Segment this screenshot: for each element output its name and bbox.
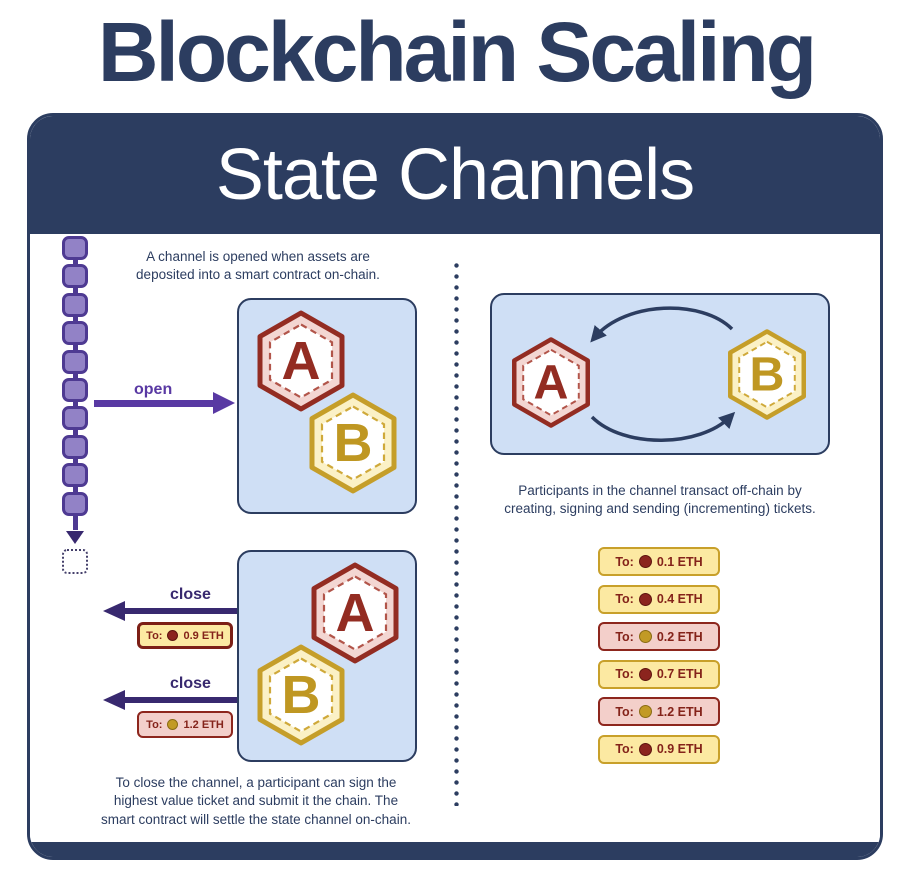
channel-box-close: A B [237,550,417,762]
close-arrow [103,601,237,621]
arrow-b-to-a [590,306,734,343]
ticket-amount: 0.7 ETH [656,667,703,681]
recipient-b-dot-icon [638,630,652,643]
ticket-amount: 0.2 ETH [656,629,703,644]
ticket-to-label: To: [615,592,634,606]
recipient-a-dot-icon [167,630,179,641]
close-arrow [103,690,237,710]
ticket-to-label: To: [615,554,634,569]
recipient-a-dot-icon [638,667,652,681]
ticket-to-label: To: [615,667,634,681]
close-arrow-label: close [170,675,211,692]
blockchain-block [62,236,88,260]
state-channels-panel: State Channels A channel is [27,113,883,860]
blockchain-chain [62,236,89,574]
transfer-ticket: To: 0.9 ETH [137,622,233,649]
dotted-divider [454,260,459,806]
hexagon-inner-dashed [268,323,334,399]
hexagon-participant-a: A [305,560,405,671]
transfer-ticket: To: 0.7 ETH [598,659,720,689]
hexagon-inner-dashed [268,657,334,733]
recipient-a-dot-icon [638,555,652,568]
caption-line: smart contract will settle the state cha… [101,811,411,827]
recipient-a-dot-icon [638,742,652,756]
ticket-amount: 0.1 ETH [656,554,703,569]
ticket-amount: 1.2 ETH [183,718,224,731]
hexagon-participant-b: B [722,327,812,427]
caption-line: Participants in the channel transact off… [518,483,802,498]
participant-letter-a: A [534,356,569,410]
panel-body: A channel is opened when assets are depo… [30,234,880,842]
transfer-ticket: To: 1.2 ETH [598,697,720,726]
recipient-a-dot-icon [638,592,652,606]
hexagon-inner-dashed [322,575,388,651]
participant-letter-b: B [282,665,321,725]
caption-line: A channel is opened when assets are [146,249,370,264]
ticket-amount: 0.9 ETH [656,742,703,756]
arrow-head-icon [103,601,125,621]
blockchain-block [62,434,88,459]
transfer-ticket: To: 0.1 ETH [598,547,720,576]
caption-line: creating, signing and sending (increment… [504,501,816,517]
panel-footer [30,842,880,857]
ticket-to-label: To: [615,742,634,756]
channel-box-open: A B [237,298,417,514]
arrow-a-to-b [590,411,736,442]
pending-block-dotted [62,549,88,574]
participant-letter-b: B [334,413,373,473]
arrow-head-icon [103,690,125,710]
blockchain-block [62,463,88,488]
transfer-ticket: To: 0.9 ETH [598,734,720,764]
blockchain-block [62,377,88,402]
channel-box-transact: A B [490,293,830,455]
hexagon-participant-b: B [303,390,403,501]
caption-transact: Participants in the channel transact off… [478,482,842,519]
caption-line: To close the channel, a participant can … [115,775,397,790]
arrow-shaft [125,608,237,614]
caption-line: highest value ticket and submit it the c… [113,793,399,809]
ticket-amount: 0.4 ETH [656,592,703,606]
caption-line: deposited into a smart contract on-chain… [136,267,380,283]
participant-letter-a: A [282,331,321,391]
participant-letter-a: A [336,583,375,643]
participant-letter-b: B [750,348,785,402]
caption-close-channel: To close the channel, a participant can … [78,774,434,829]
ticket-to-label: To: [146,718,163,731]
blockchain-block [62,321,88,346]
recipient-b-dot-icon [167,719,179,730]
recipient-b-dot-icon [638,705,652,718]
hexagon-inner-dashed [320,405,386,481]
ticket-stack: To: 0.1 ETH To: 0.4 ETH To: 0.2 ETH To: [598,547,720,764]
close-arrow-label: close [170,586,211,603]
ticket-amount: 0.9 ETH [183,629,224,642]
ticket-to-label: To: [146,629,163,642]
ticket-amount: 1.2 ETH [656,704,703,719]
blockchain-block [62,491,88,516]
hexagon-participant-a: A [506,335,596,435]
open-arrow [94,392,236,414]
open-arrow-label: open [134,381,173,398]
transfer-ticket: To: 1.2 ETH [137,711,233,738]
arrow-shaft [94,399,213,407]
transfer-ticket: To: 0.2 ETH [598,622,720,651]
hexagon-participant-a: A [251,308,351,419]
hexagon-inner-dashed [522,348,580,417]
page-title: Blockchain Scaling [97,5,817,99]
chain-down-arrowhead-icon [66,531,84,544]
hexagon-participant-b: B [251,642,351,753]
hexagon-inner-dashed [738,340,796,409]
blockchain-block [62,292,88,317]
ticket-to-label: To: [615,704,634,719]
arrow-head-icon [213,392,235,414]
blockchain-block [62,349,88,374]
caption-open-channel: A channel is opened when assets are depo… [108,248,408,285]
blockchain-block [62,406,88,431]
panel-subtitle: State Channels [215,135,695,215]
ticket-to-label: To: [615,629,634,644]
blockchain-block [62,264,88,289]
transfer-ticket: To: 0.4 ETH [598,584,720,614]
panel-header: State Channels [30,116,880,234]
arrow-shaft [125,697,237,703]
